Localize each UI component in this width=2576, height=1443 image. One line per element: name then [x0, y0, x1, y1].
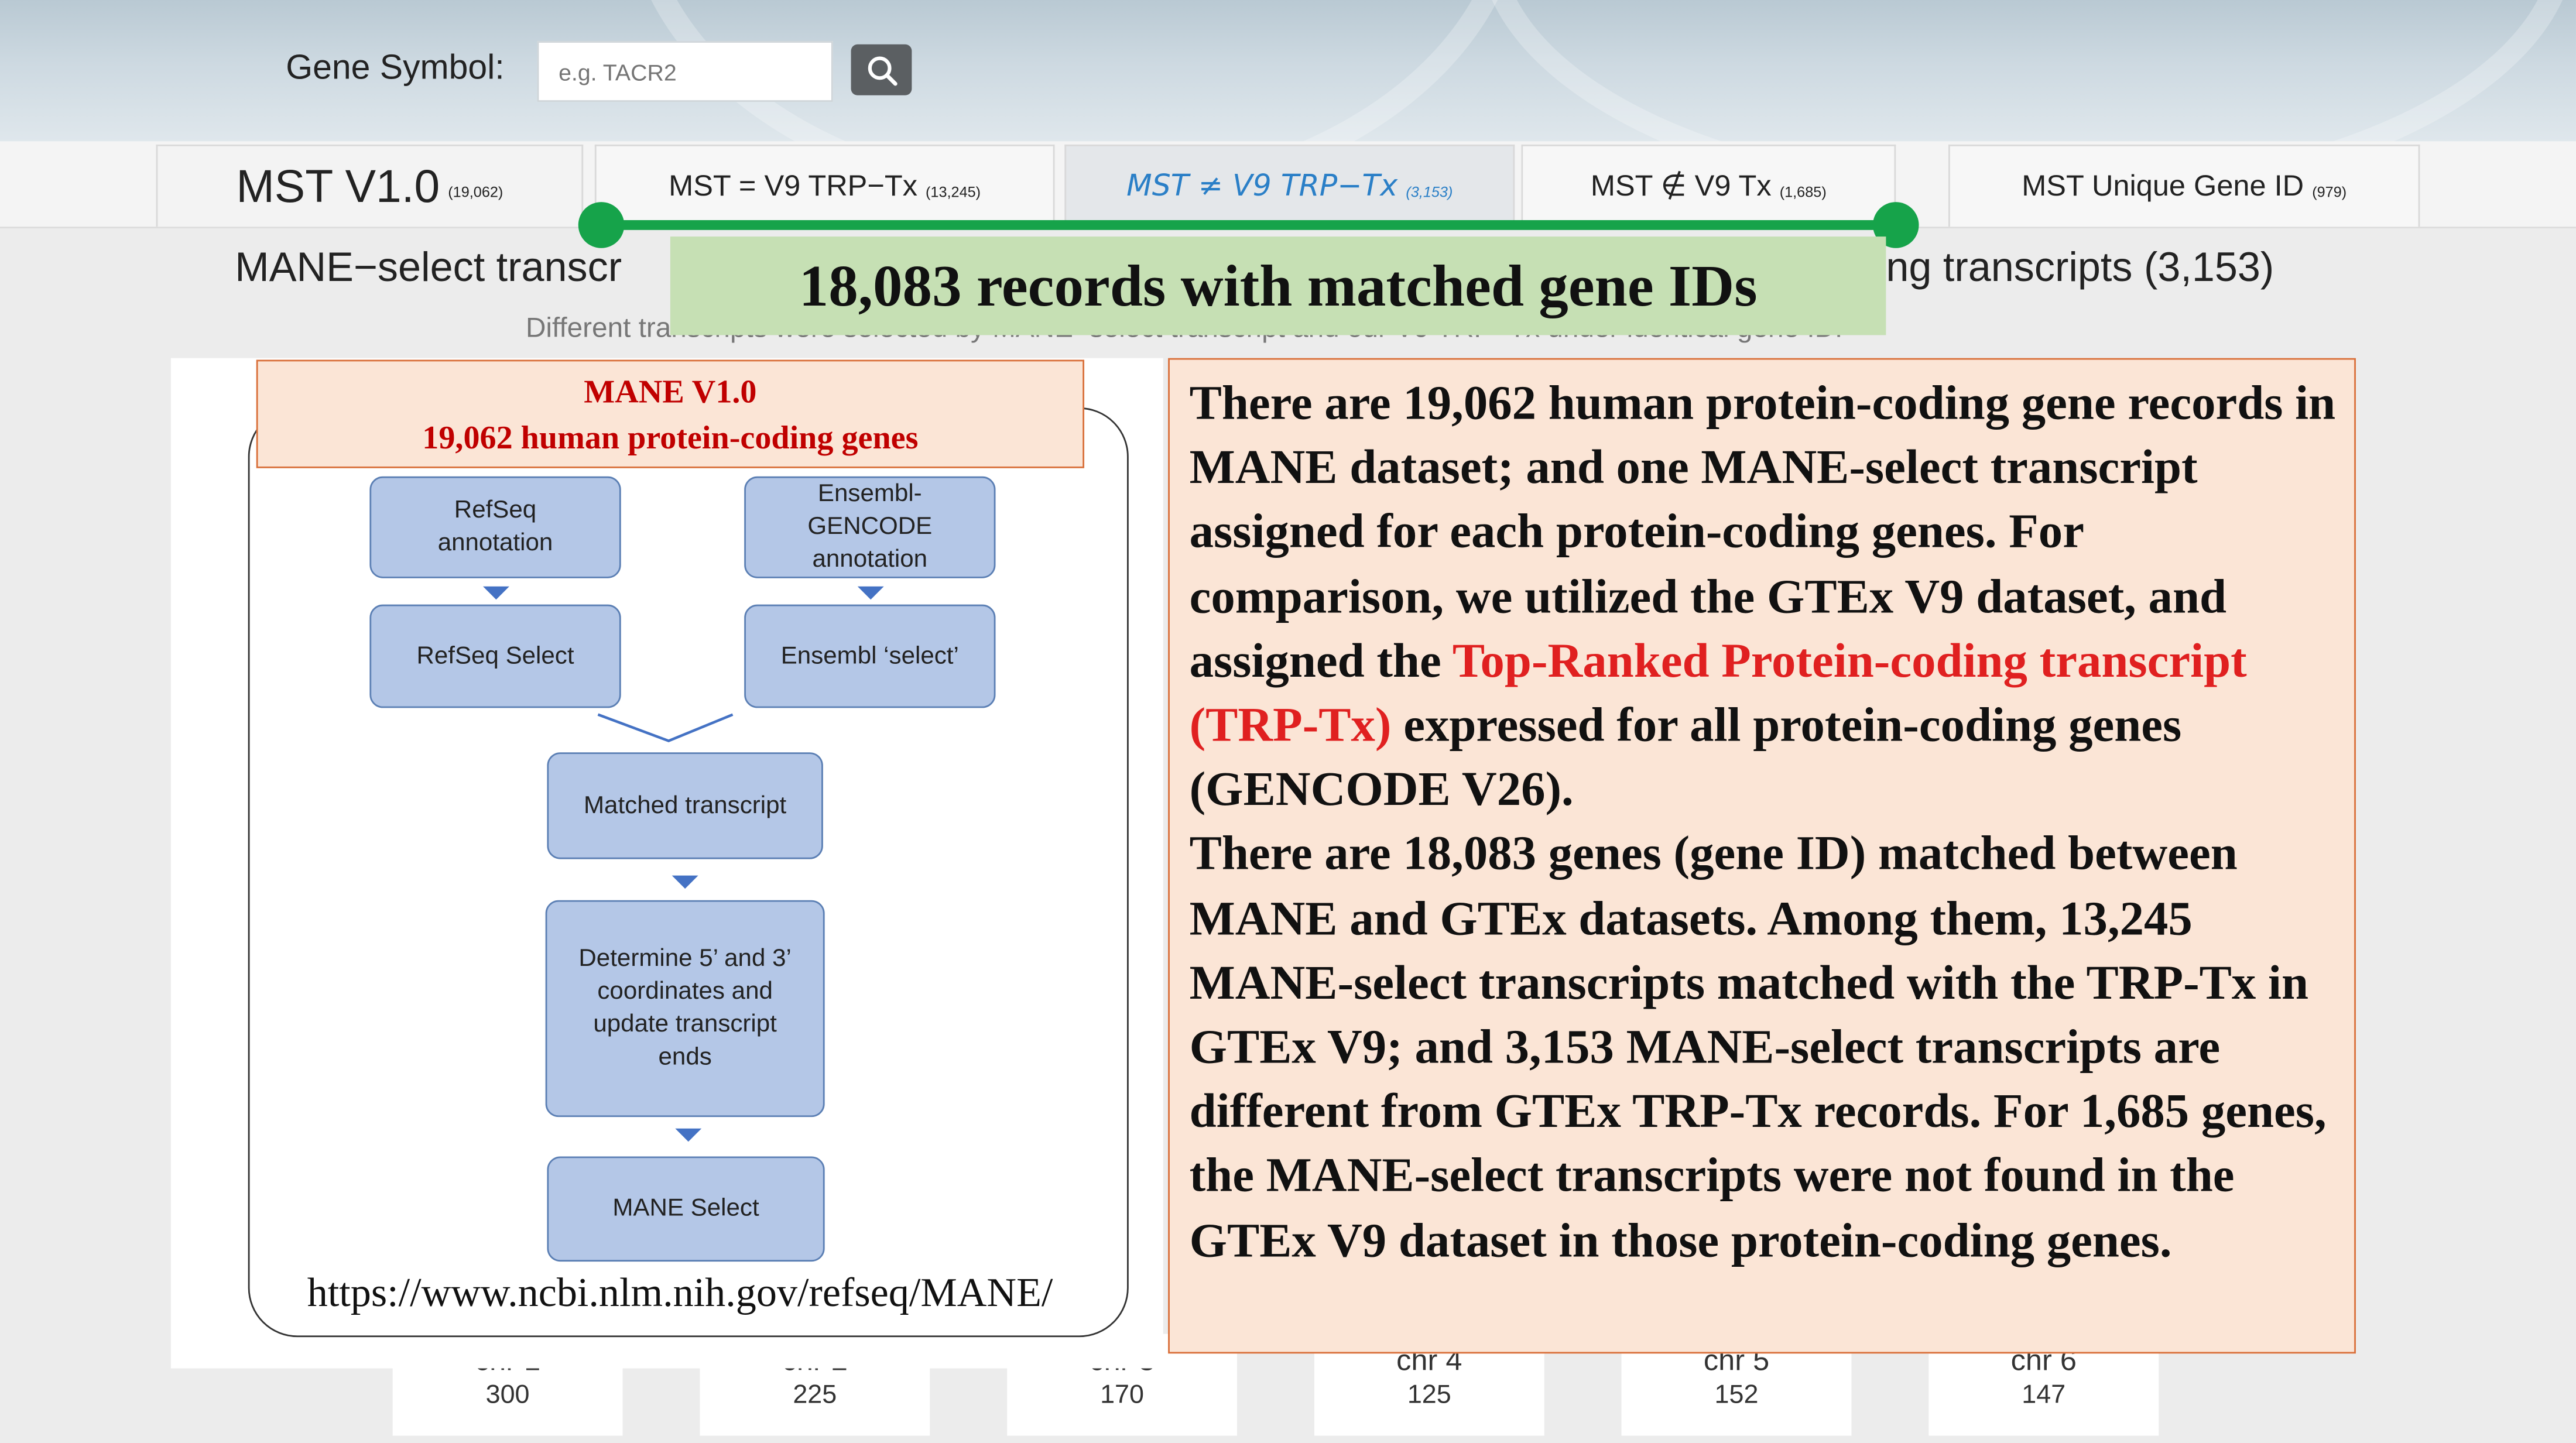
mane-url: https://www.ncbi.nlm.nih.gov/refseq/MANE…	[307, 1271, 1053, 1316]
flow-arrow	[857, 586, 884, 600]
mane-subtitle: 19,062 human protein-coding genes	[422, 420, 919, 457]
matched-records-banner: 18,083 records with matched gene IDs	[670, 236, 1886, 335]
mane-flowchart: MANE V1.0 19,062 human protein-coding ge…	[170, 358, 1163, 1369]
tab-label: MST V1.0	[236, 160, 440, 211]
flow-mane-select: MANE Select	[547, 1156, 825, 1262]
description-text: expressed for all protein-coding genes (…	[1189, 700, 2182, 817]
tab-mst-not-in-v9[interactable]: MST ∉ V9 Tx (1,685)	[1521, 144, 1896, 227]
tab-label: MST ∉ V9 Tx	[1590, 169, 1772, 203]
chr-count: 300	[485, 1381, 530, 1410]
description-paragraph-2: There are 18,083 genes (gene ID) matched…	[1189, 828, 2327, 1268]
tab-mst-equal-v9[interactable]: MST = V9 TRP−Tx (13,245)	[594, 144, 1055, 227]
tab-count: (13,245)	[926, 183, 981, 200]
tab-count: (1,685)	[1779, 183, 1827, 200]
tab-label: MST = V9 TRP−Tx	[669, 169, 917, 203]
chr-count: 125	[1407, 1381, 1451, 1410]
flow-ensembl-select: Ensembl ‘select’	[744, 604, 996, 708]
tab-mst-not-equal-v9[interactable]: MST ≠ V9 TRP−Tx (3,153)	[1064, 144, 1515, 227]
flow-determine-coordinates: Determine 5’ and 3’ coordinates and upda…	[545, 900, 825, 1118]
tab-count: (979)	[2312, 183, 2347, 200]
tab-count: (3,153)	[1406, 183, 1453, 200]
tab-label: MST Unique Gene ID	[2022, 169, 2304, 203]
flow-arrow	[675, 1128, 702, 1142]
chr-count: 170	[1100, 1381, 1145, 1410]
section-heading-right: ng transcripts (3,153)	[1886, 245, 2274, 291]
search-button[interactable]	[851, 44, 912, 95]
flow-matched-transcript: Matched transcript	[547, 752, 823, 859]
trp-tx-highlight: Top-Ranked Protein-coding transcript (TR…	[1189, 635, 2247, 753]
bracket-dot-left	[578, 202, 625, 248]
description-panel: There are 19,062 human protein-coding ge…	[1168, 358, 2356, 1354]
section-heading-left: MANE−select transcr	[235, 245, 622, 291]
tab-mst-unique-gene-id[interactable]: MST Unique Gene ID (979)	[1948, 144, 2420, 227]
mane-title: MANE V1.0	[584, 374, 757, 411]
tab-count: (19,062)	[448, 183, 503, 200]
flow-merge-lines	[597, 713, 734, 742]
flow-ensembl-annotation: Ensembl-GENCODE annotation	[744, 476, 996, 578]
header-decoration	[1478, 0, 2576, 142]
flow-refseq-annotation: RefSeq annotation	[369, 476, 621, 578]
gene-symbol-label: Gene Symbol:	[286, 49, 505, 87]
tab-label: MST ≠ V9 TRP−Tx	[1126, 169, 1398, 204]
mane-title-box: MANE V1.0 19,062 human protein-coding ge…	[256, 359, 1085, 468]
chr-count: 225	[793, 1381, 837, 1410]
tab-mst-v1[interactable]: MST V1.0 (19,062)	[156, 144, 584, 227]
search-icon	[867, 56, 897, 85]
chr-count: 147	[2022, 1381, 2066, 1410]
site-header: Gene Symbol:	[0, 0, 2576, 142]
bracket-line	[601, 220, 1896, 230]
flow-arrow	[482, 586, 509, 600]
flow-arrow	[672, 875, 698, 889]
gene-symbol-input[interactable]	[537, 41, 833, 102]
tab-bar: MST V1.0 (19,062) MST = V9 TRP−Tx (13,24…	[0, 141, 2576, 229]
description-paragraph-1: There are 19,062 human protein-coding ge…	[1190, 373, 2348, 824]
flow-refseq-select: RefSeq Select	[369, 604, 621, 708]
chr-count: 152	[1714, 1381, 1759, 1410]
description-text: There are 19,062 human protein-coding ge…	[1189, 378, 2336, 688]
